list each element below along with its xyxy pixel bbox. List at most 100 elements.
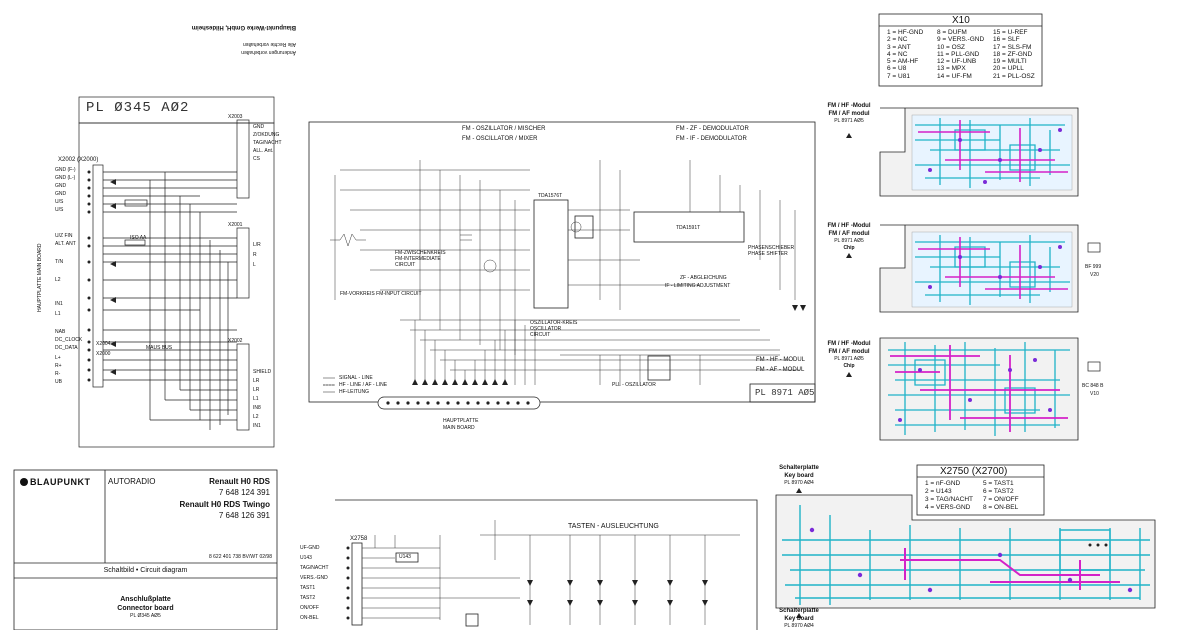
pin-label: T/N xyxy=(55,259,64,265)
pcb-module-name: FM / AF modul xyxy=(828,349,870,355)
pin-label: L2 xyxy=(55,277,61,283)
pin-label: TAG/NACHT xyxy=(253,140,282,146)
model-1: Renault H0 RDS xyxy=(209,477,270,486)
x10-table: 1 = HF-GND 8 = DUFM 15 = U-REF 2 = NC 9 … xyxy=(887,29,1049,80)
pin-label: LR xyxy=(253,378,260,384)
connector-board-de: Anschlußplatte xyxy=(120,596,171,603)
x2750-cell: 4 = VERS-GND xyxy=(925,504,971,511)
pin-label: L2 xyxy=(253,414,259,420)
fm-module-board-id: PL 8971 AØ5 xyxy=(755,388,815,398)
x10-cell: 6 = U8 xyxy=(887,65,907,73)
x2750-cell: 7 = ON/OFF xyxy=(983,496,1019,503)
fm-osc-title-de: FM - OSZILLATOR / MISCHER xyxy=(462,126,546,132)
intermediate-block-label: FM-ZWISCHENKREIS FM-INTERMEDIATE CIRCUIT xyxy=(395,250,446,268)
pin-label: GND (F-) xyxy=(55,167,76,173)
keyboard-pcb-name: Key board xyxy=(784,473,814,479)
x10-cell: 18 = ZF-GND xyxy=(993,50,1033,58)
pin-label: TAG/NACHT xyxy=(300,565,329,571)
x10-cell: 9 = VERS.-GND xyxy=(937,36,985,44)
ic1-label: TDA1576T xyxy=(538,193,563,199)
pin-label: GND xyxy=(55,183,67,189)
pin-label: L1 xyxy=(55,311,61,317)
pin-label: IN8 xyxy=(253,405,261,411)
bc848-ref: V10 xyxy=(1090,391,1099,397)
x10-cell: 5 = AM-HF xyxy=(887,58,919,66)
x2750-table: 1 = nF-GND 5 = TAST1 2 = U143 6 = TAST2 … xyxy=(925,480,1041,512)
x10-cell: 10 = OSZ xyxy=(937,43,965,51)
pin-label: R+ xyxy=(55,363,62,369)
pcb-module-name: FM / HF -Modul xyxy=(827,341,871,347)
input-block-label: FM-VORKREIS FM-INPUT CIRCUIT xyxy=(340,291,422,297)
keyboard-pcb-board: PL 8970 AØ4 xyxy=(784,480,814,486)
board-a-side-label: HAUPTPLATTE MAIN BOARD xyxy=(37,243,43,312)
x10-cell: 1 = HF-GND xyxy=(887,29,924,36)
keyboard-pcb-board: PL 8970 AØ4 xyxy=(784,623,814,629)
x2750-cell: 1 = nF-GND xyxy=(925,480,961,487)
diagram-title: Schaltbild • Circuit diagram xyxy=(103,567,188,574)
keyboard-title: TASTEN - AUSLEUCHTUNG xyxy=(568,523,659,530)
pcb-module-chip: Chip xyxy=(843,245,855,251)
keyboard-ic-label: U143 xyxy=(399,554,411,560)
label-x2000: X2000 xyxy=(96,351,111,357)
x10-cell: 13 = MPX xyxy=(937,65,966,73)
model-2-number: 7 648 126 391 xyxy=(218,511,270,520)
pin-label: IN1 xyxy=(253,423,261,429)
pin-label: CS xyxy=(253,156,260,162)
label-x2002: X2002 xyxy=(228,338,243,344)
fm-if-title-en: FM - IF - DEMODULATOR xyxy=(676,136,747,142)
board-a-connector-label: X2002 (X2000) xyxy=(58,157,99,163)
pcb-module-board: PL 8971 AØ5 xyxy=(834,238,864,244)
pin-label: UB xyxy=(55,379,62,385)
model-1-number: 7 648 124 391 xyxy=(218,488,270,497)
pin-label: TAST1 xyxy=(300,585,316,591)
board-a-id: PL Ø345 AØ2 xyxy=(86,100,190,116)
keyboard-pcb-name: Key board xyxy=(784,616,814,622)
x10-cell: 20 = UPLL xyxy=(993,65,1024,73)
x10-cell: 21 = PLL-OSZ xyxy=(993,72,1035,80)
x10-cell: 16 = SLF xyxy=(993,36,1020,44)
pcb-module-name: FM / AF modul xyxy=(828,231,870,237)
document-number: 8 622 401 738 BV/WT 02/98 xyxy=(208,554,272,560)
ic2-label: TDA1591T xyxy=(676,225,701,231)
bf999-label: BF 999 xyxy=(1085,264,1102,270)
pin-label: VERS.-GND xyxy=(300,575,328,581)
connector-board-id: PL Ø345 AØ5 xyxy=(130,613,161,619)
x2750-cell: 6 = TAST2 xyxy=(983,488,1014,495)
brand-name: BLAUPUNKT xyxy=(30,477,91,487)
pcb-module-board: PL 8971 AØ5 xyxy=(834,118,864,124)
manufacturer-note-line1: Blaupunkt-Werke GmbH, Hildesheim xyxy=(191,24,296,30)
fm-osc-title-en: FM - OSCILLATOR / MIXER xyxy=(462,136,538,142)
model-2: Renault H0 RDS Twingo xyxy=(179,500,270,509)
x2750-cell: 2 = U143 xyxy=(925,488,952,495)
pin-label: SHIELD xyxy=(253,369,272,375)
x10-title: X10 xyxy=(952,15,970,26)
x10-cell: 2 = NC xyxy=(887,36,908,44)
pin-label: U/S xyxy=(55,199,64,205)
pin-label: L xyxy=(253,262,256,268)
pin-label: GND xyxy=(253,124,265,130)
x2750-cell: 8 = ON-BEL xyxy=(983,504,1019,511)
bf999-ref: V20 xyxy=(1090,272,1099,278)
keyboard-pcb-label-top: Schalterplatte Key board PL 8970 AØ4 xyxy=(768,464,830,487)
if-adjust-de: ZF - ABGLEICHUNG xyxy=(680,275,727,281)
pcb-module-name: FM / HF -Modul xyxy=(827,223,871,229)
legend-hf-line: HF - LINE / AF - LINE xyxy=(339,382,388,388)
x10-cell: 3 = ANT xyxy=(887,43,911,51)
brand-logo: BLAUPUNKT xyxy=(20,478,91,487)
x2750-cell: 3 = TAG/NACHT xyxy=(925,496,973,503)
pin-label: DC_CLOCK xyxy=(55,337,83,343)
pcb-module-2-label: FM / HF -Modul FM / AF modul PL 8971 AØ5… xyxy=(823,222,875,252)
label-maus-bus: MAUS BUS xyxy=(146,345,173,351)
legend-signal-line: SIGNAL - LINE xyxy=(339,375,373,381)
pin-label: L+ xyxy=(55,355,61,361)
label-iso-aa: ISO AA xyxy=(130,235,147,241)
x10-cell: 14 = UF-FM xyxy=(937,72,972,80)
x10-cell: 7 = U81 xyxy=(887,72,910,80)
pcb-board-1 xyxy=(879,107,1079,197)
pin-label: ALT. ANT xyxy=(55,241,76,247)
label-x2004: X2004 xyxy=(96,341,111,347)
pin-label: R- xyxy=(55,371,61,377)
x10-cell: 12 = UF-UNB xyxy=(937,58,977,66)
pin-label: LR xyxy=(253,387,260,393)
keyboard-pcb-label-bottom: Schalterplatte Key board PL 8970 AØ4 xyxy=(768,607,830,630)
